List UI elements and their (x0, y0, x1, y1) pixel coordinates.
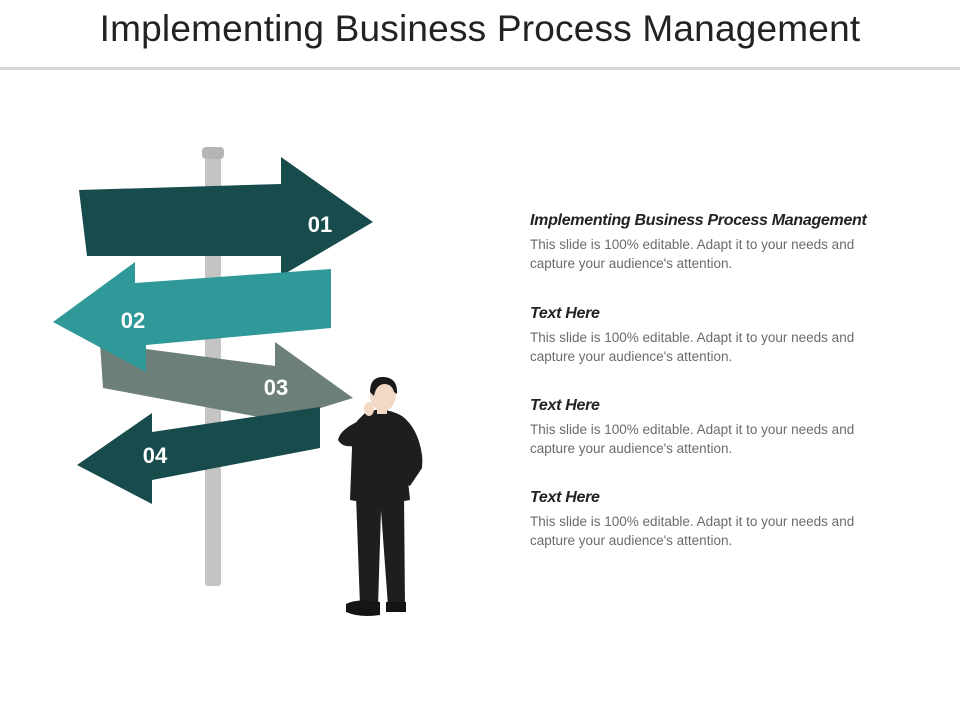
businessman-figure (338, 376, 423, 616)
title-divider (0, 67, 960, 70)
arrow-03-label: 03 (264, 375, 288, 400)
text-item-2-body: This slide is 100% editable. Adapt it to… (530, 330, 855, 364)
arrow-01-label: 01 (308, 212, 332, 237)
text-item-3-body: This slide is 100% editable. Adapt it to… (530, 422, 855, 456)
arrow-04: 04 (77, 407, 320, 504)
arrow-02: 02 (53, 262, 331, 372)
text-item-2-heading: Text Here (530, 305, 600, 322)
text-item-2: Text Here This slide is 100% editable. A… (530, 305, 950, 366)
text-item-3: Text Here This slide is 100% editable. A… (530, 397, 950, 458)
arrow-03: 03 (100, 342, 353, 422)
text-item-4-heading: Text Here (530, 489, 600, 506)
text-item-1-body: This slide is 100% editable. Adapt it to… (530, 237, 855, 271)
arrow-01: 01 (79, 157, 373, 276)
arrow-04-label: 04 (143, 443, 168, 468)
text-item-4-body: This slide is 100% editable. Adapt it to… (530, 514, 855, 548)
text-item-4: Text Here This slide is 100% editable. A… (530, 489, 950, 550)
text-item-1: Implementing Business Process Management… (530, 212, 950, 273)
text-item-3-heading: Text Here (530, 397, 600, 414)
arrow-02-label: 02 (121, 308, 145, 333)
slide-title: Implementing Business Process Management (99, 8, 861, 49)
text-item-1-heading: Implementing Business Process Management (530, 212, 867, 229)
